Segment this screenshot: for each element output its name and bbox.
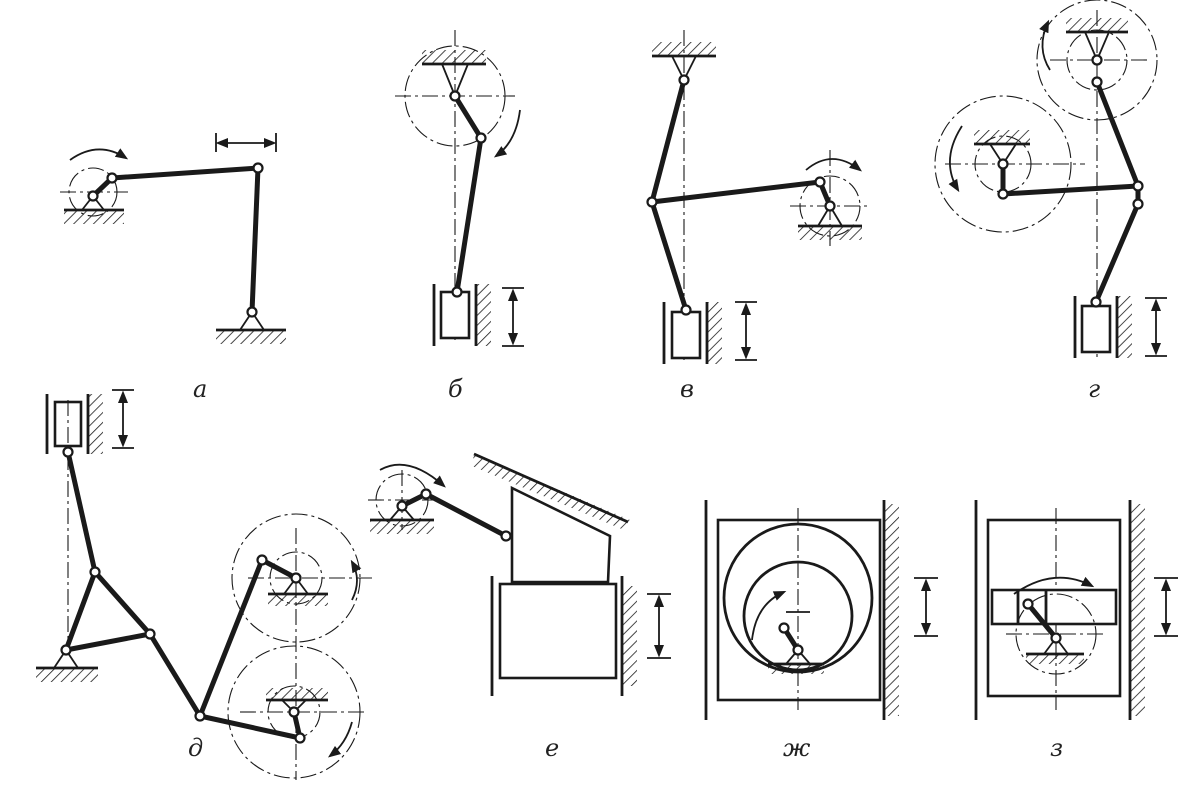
joint: [1090, 296, 1102, 308]
label-a: а: [193, 375, 207, 403]
joint: [475, 132, 487, 144]
scheme-z: з: [974, 500, 1178, 762]
joint: [420, 488, 432, 500]
label-g: г: [1088, 375, 1100, 403]
joint: [288, 706, 300, 718]
joint: [678, 74, 690, 86]
joint: [1022, 598, 1034, 610]
joint: [194, 710, 206, 722]
joint: [824, 200, 836, 212]
joint: [62, 446, 74, 458]
joint: [106, 172, 118, 184]
scheme-v: в: [646, 30, 870, 403]
joint: [1132, 180, 1144, 192]
joint: [778, 622, 790, 634]
joint: [60, 644, 72, 656]
label-b: б: [448, 375, 463, 403]
label-v: в: [680, 375, 694, 403]
label-zh: ж: [783, 734, 811, 762]
scheme-d: д: [36, 389, 374, 780]
joint: [89, 566, 101, 578]
scheme-zh: ж: [704, 500, 938, 762]
joint: [680, 304, 692, 316]
scheme-g: г: [934, 0, 1167, 403]
joint: [814, 176, 826, 188]
joint: [290, 572, 302, 584]
label-d: д: [188, 734, 203, 762]
joint: [256, 554, 268, 566]
joint: [451, 286, 463, 298]
joint: [144, 628, 156, 640]
joint: [252, 162, 264, 174]
joint: [396, 500, 408, 512]
joint: [1091, 54, 1103, 66]
joint: [449, 90, 461, 102]
joint: [294, 732, 306, 744]
joint: [792, 644, 804, 656]
joint: [1050, 632, 1062, 644]
joint: [1132, 198, 1144, 210]
joint: [997, 188, 1009, 200]
joint: [87, 190, 99, 202]
scheme-a: а: [60, 133, 286, 403]
joint: [246, 306, 258, 318]
joint: [1091, 76, 1103, 88]
joint: [646, 196, 658, 208]
label-z: з: [1050, 734, 1063, 762]
scheme-e: е: [368, 452, 671, 762]
joint: [997, 158, 1009, 170]
joint: [500, 530, 512, 542]
scheme-b: б: [395, 30, 524, 403]
label-e: е: [545, 734, 559, 762]
